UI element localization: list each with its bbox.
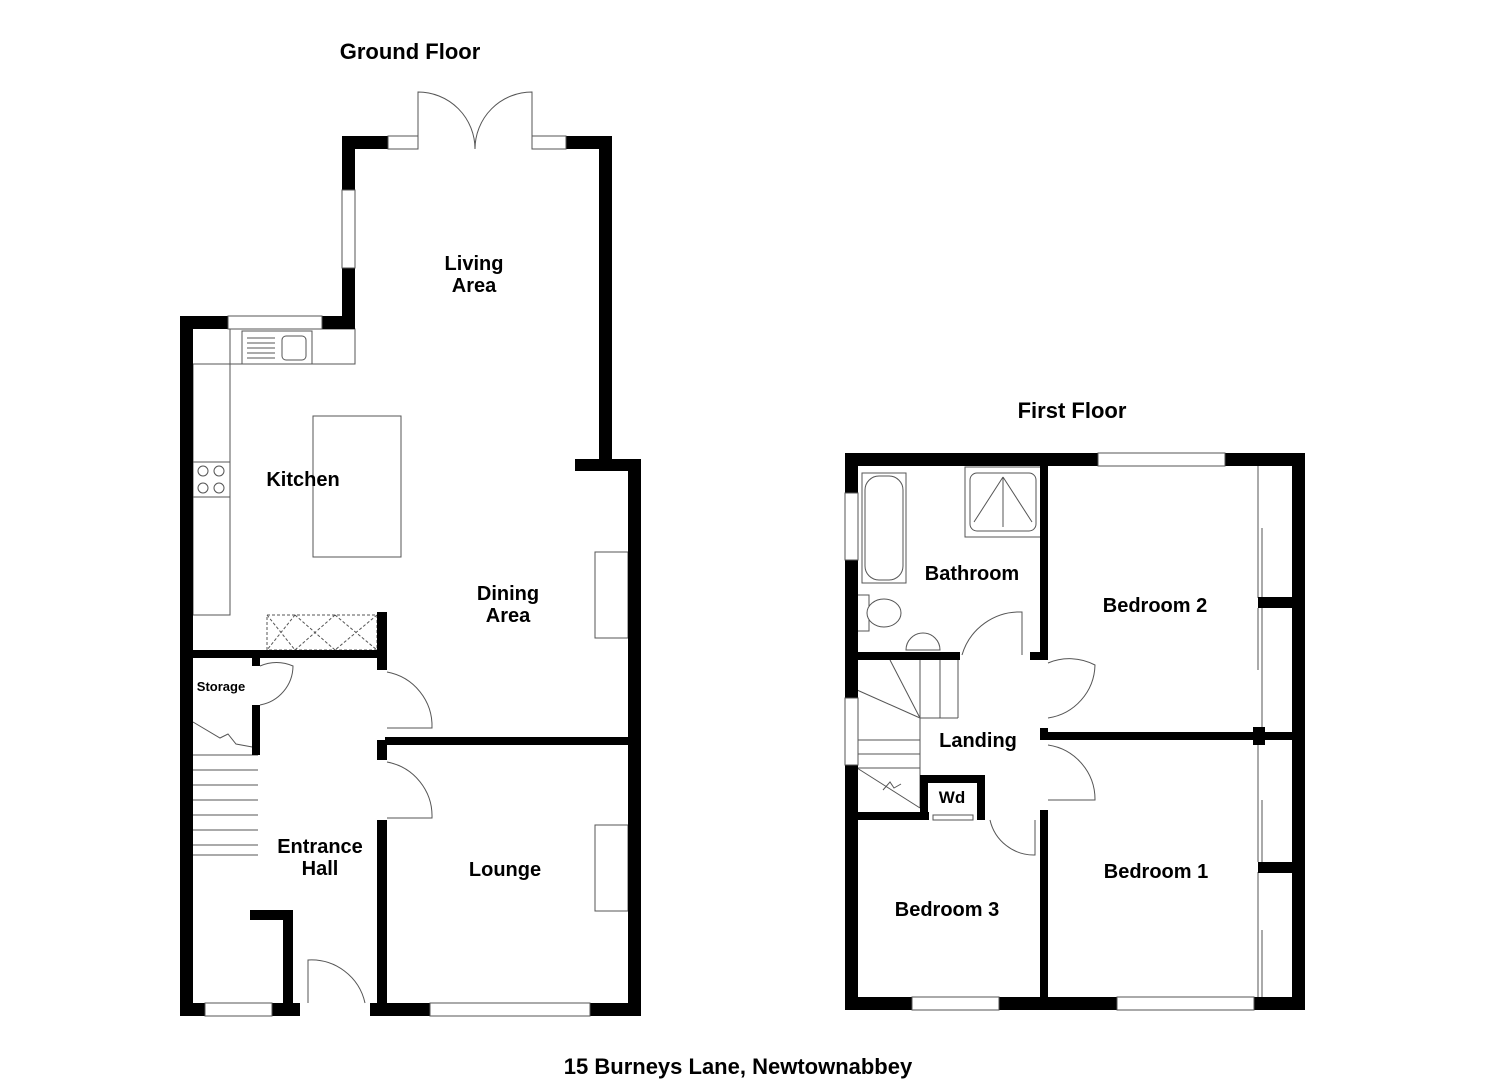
bedroom1-door <box>1047 744 1096 801</box>
room-label-bedroom-3: Bedroom 3 <box>895 899 999 921</box>
window <box>1097 452 1226 467</box>
ground-floor-title: Ground Floor <box>340 39 481 64</box>
room-label-living: Living <box>445 253 504 275</box>
room-label-lounge: Lounge <box>469 859 541 881</box>
units-icon <box>266 614 378 651</box>
front-door-opening <box>300 1003 370 1016</box>
bedroom2-door <box>1047 658 1096 719</box>
window <box>387 135 419 150</box>
ground-floor-plan <box>180 91 641 1017</box>
window <box>429 1002 591 1017</box>
window <box>1116 996 1255 1011</box>
front-door <box>307 959 366 1004</box>
fireplace-dining <box>594 551 629 639</box>
room-label-bathroom: Bathroom <box>925 563 1019 585</box>
kitchen-island <box>312 415 402 558</box>
first-floor-plan <box>844 452 1305 1011</box>
bedroom3-door <box>989 819 1036 856</box>
fireplace-lounge <box>594 824 629 912</box>
dining-door <box>386 671 433 729</box>
window <box>531 135 567 150</box>
room-label-wd: Wd <box>939 788 965 807</box>
toilet-icon <box>866 598 902 628</box>
room-label-landing: Landing <box>939 730 1017 752</box>
room-label-dining-2: Area <box>486 605 531 627</box>
room-label-hall: Hall <box>302 858 339 880</box>
first-floor-title: First Floor <box>1018 398 1127 423</box>
stairs-icon <box>856 659 959 809</box>
room-label-bedroom-2: Bedroom 2 <box>1103 595 1207 617</box>
storage-door <box>259 662 294 706</box>
lounge-door <box>386 761 433 819</box>
room-label-living-2: Area <box>452 275 497 297</box>
window <box>227 315 323 330</box>
window <box>844 697 859 766</box>
basin-icon <box>905 632 941 651</box>
room-label-bedroom-1: Bedroom 1 <box>1104 861 1208 883</box>
wardrobe-doors <box>1257 465 1263 998</box>
room-label-kitchen: Kitchen <box>266 469 339 491</box>
window <box>911 996 1000 1011</box>
property-address: 15 Burneys Lane, Newtownabbey <box>564 1054 913 1079</box>
french-door-left <box>417 91 476 150</box>
wd-door <box>932 814 974 821</box>
french-door-right <box>474 91 533 150</box>
room-label-storage: Storage <box>197 679 245 694</box>
sink-icon <box>281 335 307 361</box>
window <box>204 1002 273 1017</box>
hob-icon <box>192 461 231 498</box>
room-label-entrance: Entrance <box>277 836 363 858</box>
window <box>341 189 356 269</box>
room-label-dining: Dining <box>477 583 539 605</box>
window <box>844 492 859 561</box>
bathroom-door <box>961 611 1023 656</box>
stairs-icon <box>192 721 259 856</box>
